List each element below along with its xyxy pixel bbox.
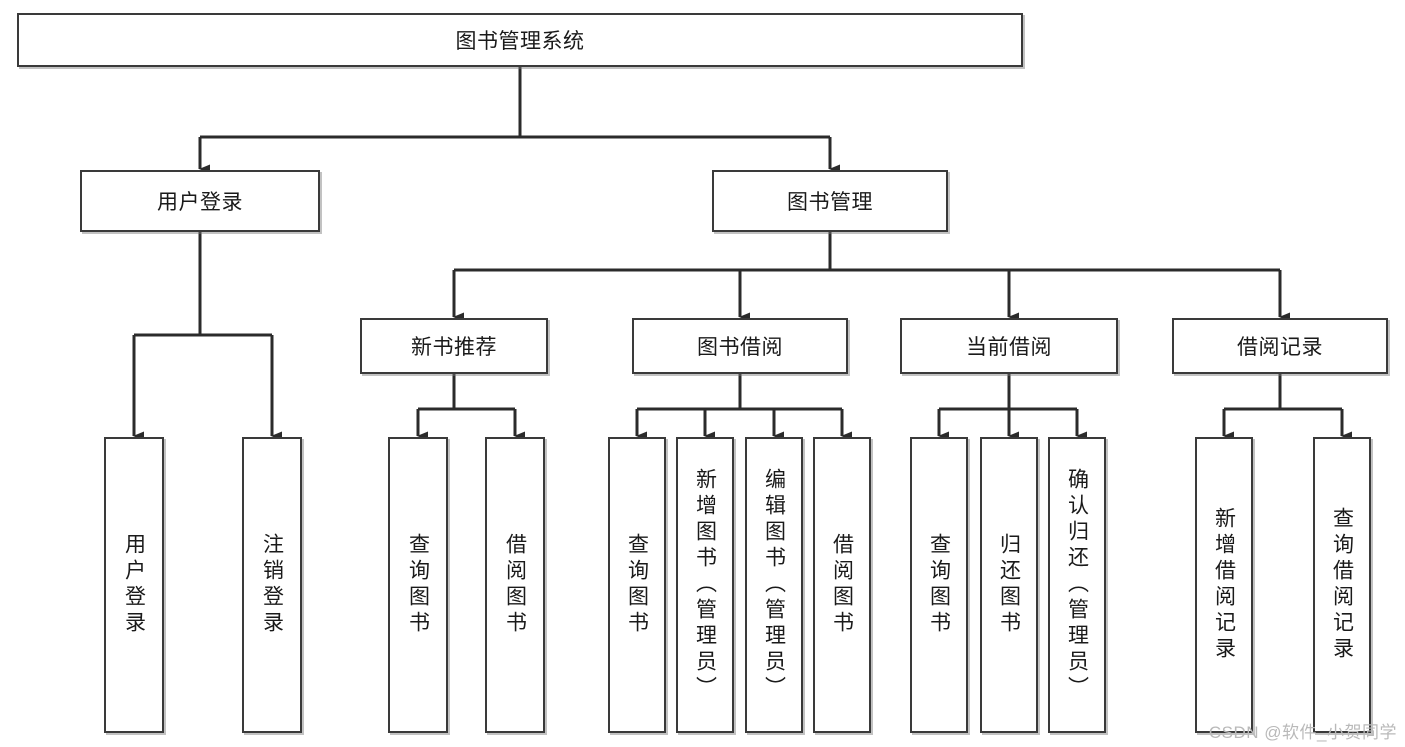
node-label-new-book-recommend: 新书推荐 xyxy=(411,336,497,359)
node-leaf-add-book[interactable]: 新增图书（管理员） xyxy=(676,437,734,733)
node-label-borrow-record: 借阅记录 xyxy=(1237,336,1323,359)
node-leaf-query-record[interactable]: 查询借阅记录 xyxy=(1313,437,1371,733)
node-leaf-return-book[interactable]: 归还图书 xyxy=(980,437,1038,733)
node-label-leaf-borrow-book-new: 借阅图书 xyxy=(503,533,527,637)
node-label-leaf-add-record: 新增借阅记录 xyxy=(1212,507,1236,663)
node-label-leaf-confirm-return: 确认归还（管理员） xyxy=(1065,468,1089,702)
node-book-borrow[interactable]: 图书借阅 xyxy=(632,318,848,374)
node-leaf-confirm-return[interactable]: 确认归还（管理员） xyxy=(1048,437,1106,733)
node-label-leaf-logout: 注销登录 xyxy=(260,533,284,637)
node-label-leaf-query-book-new: 查询图书 xyxy=(406,533,430,637)
node-leaf-logout[interactable]: 注销登录 xyxy=(242,437,302,733)
node-label-leaf-edit-book: 编辑图书（管理员） xyxy=(762,468,786,702)
node-label-leaf-add-book: 新增图书（管理员） xyxy=(693,468,717,702)
node-label-leaf-query-book-cur: 查询图书 xyxy=(927,533,951,637)
node-leaf-borrow-book[interactable]: 借阅图书 xyxy=(813,437,871,733)
node-book-manage[interactable]: 图书管理 xyxy=(712,170,948,232)
node-leaf-query-book-cur[interactable]: 查询图书 xyxy=(910,437,968,733)
node-user-login[interactable]: 用户登录 xyxy=(80,170,320,232)
node-leaf-query-book[interactable]: 查询图书 xyxy=(608,437,666,733)
node-label-leaf-query-book: 查询图书 xyxy=(625,533,649,637)
node-label-user-login: 用户登录 xyxy=(157,191,243,214)
node-label-leaf-borrow-book: 借阅图书 xyxy=(830,533,854,637)
node-borrow-record[interactable]: 借阅记录 xyxy=(1172,318,1388,374)
node-leaf-user-login[interactable]: 用户登录 xyxy=(104,437,164,733)
watermark-label: CSDN @软件_小贺同学 xyxy=(1208,723,1397,742)
node-leaf-query-book-new[interactable]: 查询图书 xyxy=(388,437,448,733)
node-label-root: 图书管理系统 xyxy=(455,30,585,53)
node-leaf-borrow-book-new[interactable]: 借阅图书 xyxy=(485,437,545,733)
node-leaf-add-record[interactable]: 新增借阅记录 xyxy=(1195,437,1253,733)
node-root[interactable]: 图书管理系统 xyxy=(17,13,1023,67)
node-label-current-borrow: 当前借阅 xyxy=(966,336,1052,359)
node-label-book-manage: 图书管理 xyxy=(787,191,873,214)
node-leaf-edit-book[interactable]: 编辑图书（管理员） xyxy=(745,437,803,733)
node-label-book-borrow: 图书借阅 xyxy=(697,336,783,359)
node-label-leaf-user-login: 用户登录 xyxy=(122,533,146,637)
node-new-book-recommend[interactable]: 新书推荐 xyxy=(360,318,548,374)
node-label-leaf-return-book: 归还图书 xyxy=(997,533,1021,637)
node-label-leaf-query-record: 查询借阅记录 xyxy=(1330,507,1354,663)
node-current-borrow[interactable]: 当前借阅 xyxy=(900,318,1118,374)
